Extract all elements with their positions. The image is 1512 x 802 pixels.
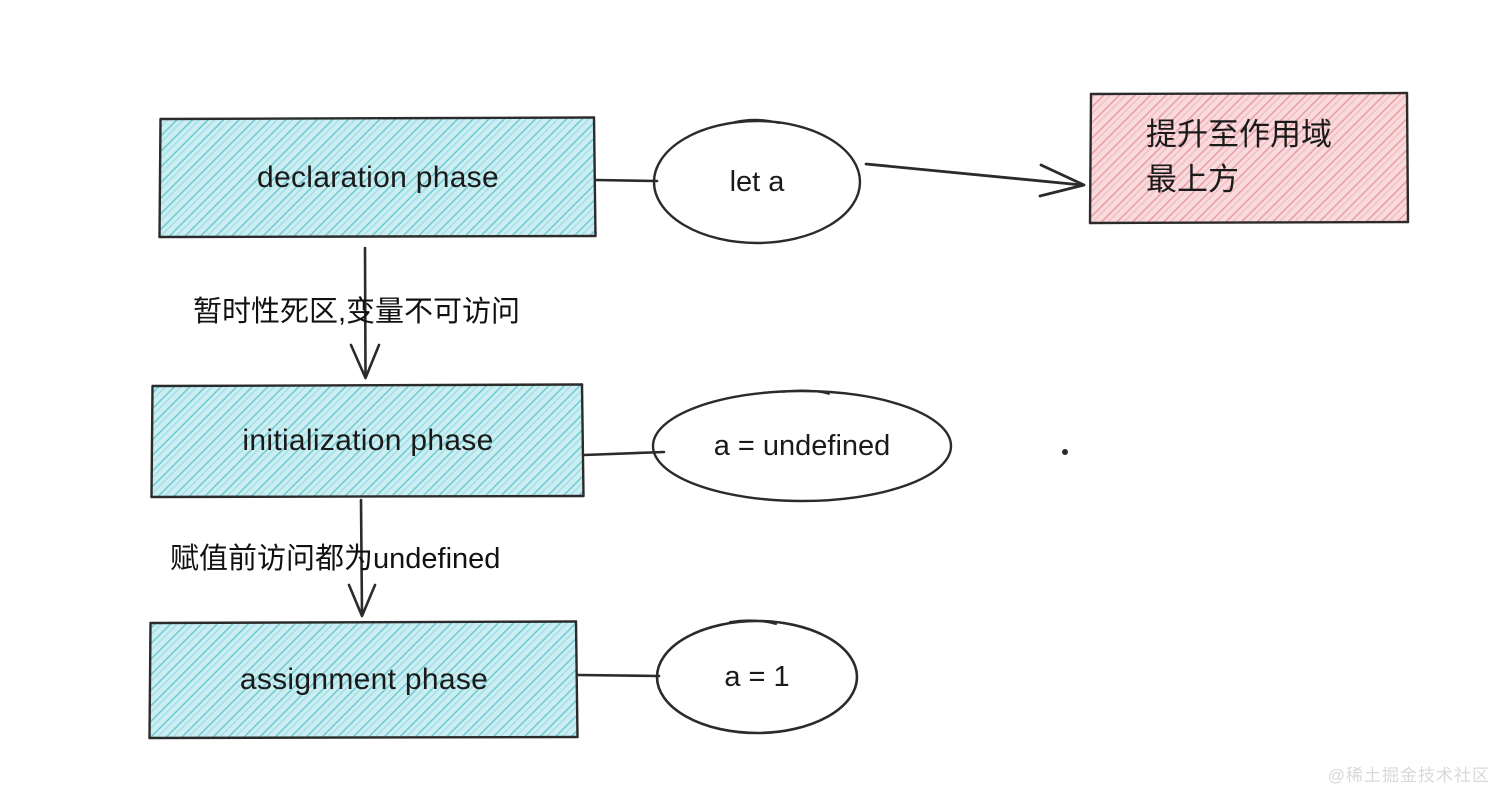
- connector-assignment-to-a-one: [576, 673, 661, 678]
- phase-box-declaration-shape: [158, 116, 597, 239]
- stray-dot-marker: [1062, 449, 1068, 455]
- phase-box-assignment-shape: [148, 620, 579, 740]
- phase-box-initialization-shape: [150, 383, 585, 499]
- edge-label-tdz: 暂时性死区,变量不可访问: [193, 296, 521, 328]
- value-ellipse-let-a-shape: [652, 118, 862, 245]
- value-ellipse-a-one-shape: [655, 619, 859, 735]
- value-ellipse-a-undefined-shape: [651, 389, 953, 503]
- arrow-initialization-to-assignment: [347, 498, 377, 618]
- watermark: @稀土掘金技术社区: [1327, 766, 1490, 785]
- arrow-let-a-to-hoist-note: [864, 162, 1086, 198]
- edge-label-pre-assign: 赋值前访问都为undefined: [170, 543, 501, 575]
- connector-initialization-to-a-undefined: [582, 450, 666, 457]
- arrow-declaration-to-initialization: [349, 246, 381, 380]
- hoist-note-box-shape: [1088, 91, 1410, 225]
- connector-declaration-to-let-a: [594, 178, 659, 183]
